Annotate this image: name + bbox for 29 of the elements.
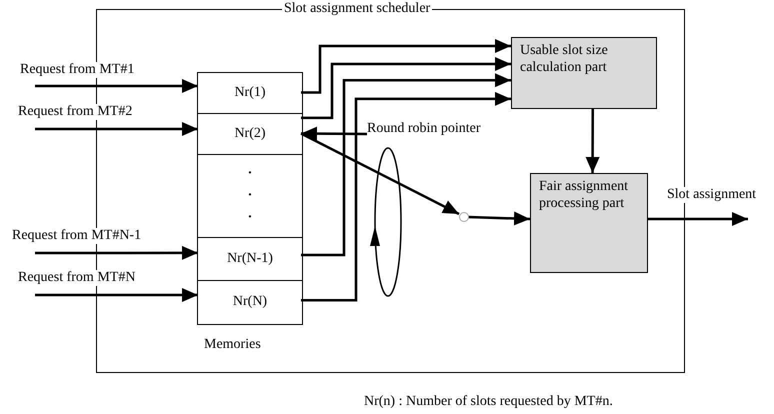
memory-cell: Nr(N-1) xyxy=(198,237,302,280)
process-box: Usable slot size calculation part xyxy=(511,37,657,109)
arrow xyxy=(35,78,198,93)
frame-title: Slot assignment scheduler xyxy=(282,1,432,17)
junction-circle xyxy=(459,212,469,222)
memory-cell: Nr(2) xyxy=(198,113,302,154)
arrow xyxy=(301,57,511,120)
memory-cell: Nr(N) xyxy=(198,280,302,323)
arrow xyxy=(647,212,748,226)
arrow xyxy=(301,73,511,256)
pointer-label: Round robin pointer xyxy=(367,120,503,138)
arrow xyxy=(301,92,511,302)
arrow xyxy=(301,39,511,94)
process-box: Fair assignment processing part xyxy=(530,173,648,273)
edge-label: Request from MT#1 xyxy=(20,62,134,78)
arrow xyxy=(301,126,367,141)
footnote: Nr(n) : Number of slots requested by MT#n. xyxy=(364,394,613,410)
arrow xyxy=(35,246,198,260)
arrow xyxy=(300,132,460,216)
arrow xyxy=(35,122,198,136)
edge-label: Slot assignment xyxy=(667,187,756,203)
memory-cell: Nr(1) xyxy=(198,72,302,113)
arrow xyxy=(468,212,530,226)
edge-label: Request from MT#N xyxy=(18,270,136,286)
arrow xyxy=(586,109,600,173)
edge-label: Request from MT#2 xyxy=(18,104,132,120)
arrow xyxy=(35,288,198,302)
memory-cell: · · · xyxy=(198,154,302,237)
edge-label: Request from MT#N-1 xyxy=(12,228,142,244)
